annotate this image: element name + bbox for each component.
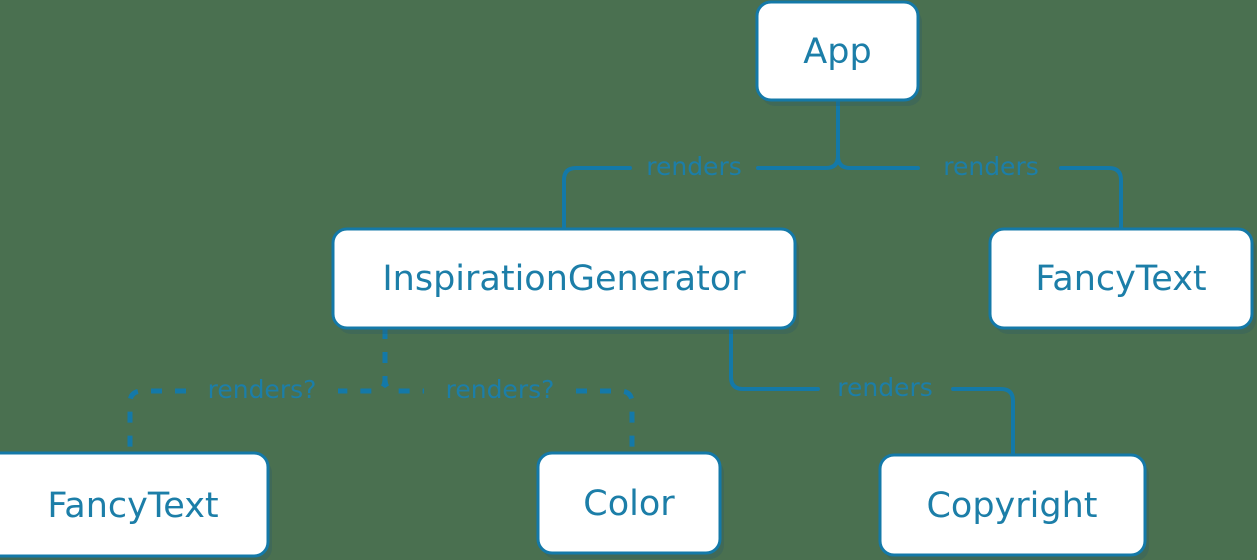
edge-label-inspiration-generator-to-copyright: renders [837,373,933,402]
node-label-fancytext-bottom: FancyText [47,486,218,526]
node-label-app: App [803,32,871,72]
node-box-inspiration-generator [331,227,797,330]
node-app[interactable]: App [755,0,922,106]
edge-app-to-fancytext-right: renders [836,98,1123,231]
node-box-copyright [878,453,1147,557]
edge-path-inspiration-generator-to-copyright [729,326,1015,457]
node-fancytext-right[interactable]: FancyText [988,227,1256,334]
node-box-fancytext-right [988,227,1254,330]
node-copyright[interactable]: Copyright [878,453,1149,560]
node-box-fancytext-bottom [0,451,270,558]
node-box-app [755,0,920,102]
edge-inspiration-generator-to-fancytext-bottom: renders? [127,328,388,453]
edge-path-app-to-fancytext-right [836,98,1123,231]
node-box-color [536,451,722,555]
edge-inspiration-generator-to-color: renders? [382,328,635,453]
node-inspiration-generator[interactable]: InspirationGenerator [331,227,799,334]
node-label-fancytext-right: FancyText [1035,259,1206,299]
edge-label-inspiration-generator-to-color: renders? [446,375,555,404]
edge-app-to-inspiration-generator: renders [562,98,840,231]
node-color[interactable]: Color [536,451,724,559]
edge-inspiration-generator-to-copyright: renders [729,326,1015,457]
edge-label-app-to-fancytext-right: renders [943,152,1039,181]
node-fancytext-bottom[interactable]: FancyText [0,451,272,560]
node-label-inspiration-generator: InspirationGenerator [382,259,746,299]
edge-path-inspiration-generator-to-color [382,328,635,453]
edge-label-inspiration-generator-to-fancytext-bottom: renders? [208,375,317,404]
edge-label-app-to-inspiration-generator: renders [646,152,742,181]
node-label-color: Color [583,484,675,524]
node-label-copyright: Copyright [926,486,1097,526]
